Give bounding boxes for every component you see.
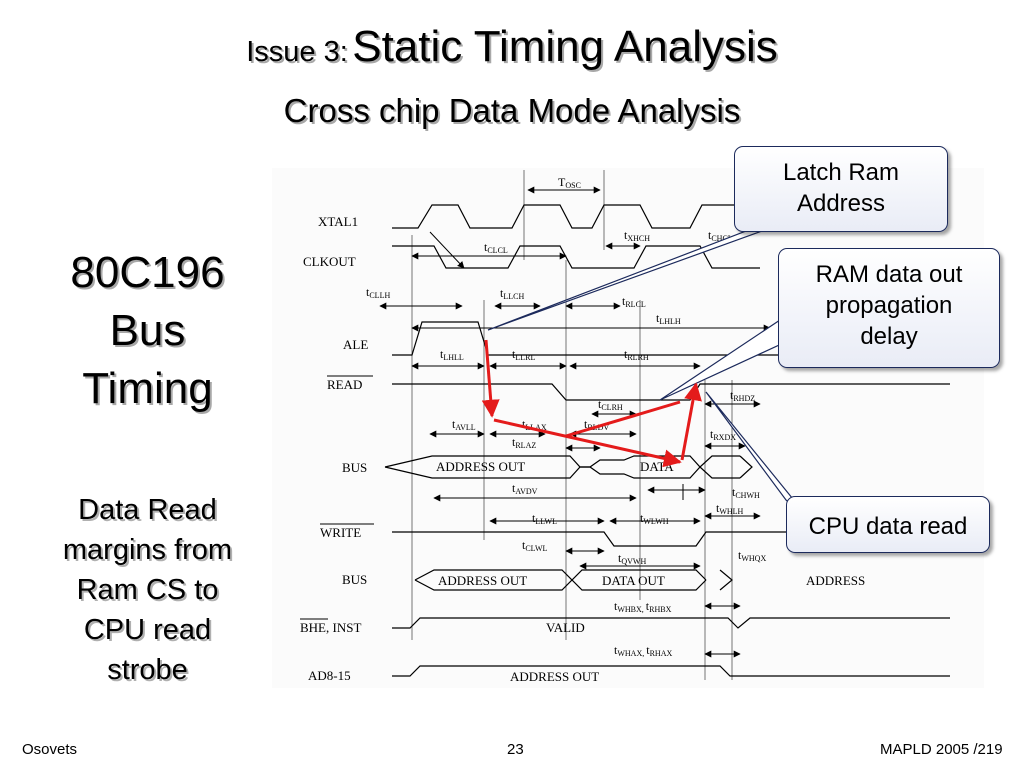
timing-rlcl: tRLCL — [622, 294, 646, 309]
timing-whax-rhax: tWHAX, tRHAX — [614, 643, 672, 658]
signal-bus-1: BUS — [342, 460, 367, 475]
footer-event: MAPLD 2005 /219 — [880, 741, 1003, 758]
side-title: 80C196 Bus Timing — [30, 244, 265, 418]
callout-latch-ram-address: Latch Ram Address — [734, 146, 948, 232]
timing-osc: TOSC — [558, 175, 581, 190]
signal-bus-2: BUS — [342, 572, 367, 587]
footer-page-number: 23 — [507, 741, 524, 758]
signal-ale: ALE — [343, 337, 368, 352]
read-waveform — [392, 383, 950, 401]
timing-avll: tAVLL — [452, 417, 476, 432]
bus1-address-out-label: ADDRESS OUT — [436, 459, 525, 474]
callout-ram-data-out-delay: RAM data out propagation delay — [778, 248, 1000, 368]
bus2-address-out-label: ADDRESS OUT — [438, 573, 527, 588]
timing-llwl: tLLWL — [532, 511, 557, 526]
timing-llax: tLLAX — [522, 417, 547, 432]
timing-llrl: tLLRL — [512, 347, 535, 362]
signal-bhe-inst: BHE, INST — [300, 620, 361, 635]
bhe-valid-label: VALID — [546, 620, 585, 635]
timing-qvwh: tQVWH — [618, 551, 646, 566]
timing-clcl: tCLCL — [484, 240, 508, 255]
red-path-segment — [481, 339, 500, 418]
side-text-line: CPU read — [83, 614, 212, 646]
ad815-address-out-label: ADDRESS OUT — [510, 669, 599, 684]
timing-lhll: tLHLL — [440, 347, 464, 362]
bus1-data-label: DATA — [640, 459, 674, 474]
timing-whqx: tWHQX — [738, 548, 766, 563]
signal-ad8-15: AD8-15 — [308, 668, 351, 683]
timing-lhlh: tLHLH — [656, 311, 681, 326]
callout-line: delay — [860, 323, 918, 350]
timing-llch: tLLCH — [500, 286, 524, 301]
timing-rxdx: tRXDX — [710, 427, 736, 442]
slide-title: Issue 3: Static Timing Analysis — [0, 22, 1024, 72]
timing-rlrh: tRLRH — [624, 347, 649, 362]
bus2-tail — [719, 569, 733, 591]
timing-clwl: tCLWL — [522, 538, 548, 553]
red-path-segment — [680, 382, 702, 461]
callout-line: Latch Ram — [782, 159, 900, 186]
signal-write: WRITE — [320, 525, 361, 540]
timing-xhch: tXHCH — [624, 228, 650, 243]
timing-wlwh: tWLWH — [640, 511, 669, 526]
ad815-waveform — [392, 665, 950, 677]
timing-whbx-rhbx: tWHBX, tRHBX — [614, 599, 672, 614]
callout-cpu-data-read: CPU data read — [786, 496, 990, 553]
signal-xtal1: XTAL1 — [318, 214, 358, 229]
signal-clkout: CLKOUT — [303, 254, 356, 269]
side-text-line: Ram CS to — [76, 574, 219, 606]
bhe-waveform — [392, 617, 950, 629]
title-main: Static Timing Analysis — [352, 22, 778, 71]
write-waveform — [392, 531, 950, 547]
footer-author: Osovets — [22, 741, 78, 758]
timing-cllh: tCLLH — [366, 285, 390, 300]
signal-read: READ — [327, 377, 362, 392]
timing-chwh: tCHWH — [732, 485, 760, 500]
bus1-tail — [739, 455, 753, 479]
side-text-line: strobe — [107, 654, 188, 686]
timing-rlaz: tRLAZ — [512, 435, 536, 450]
red-path-segment — [565, 400, 681, 438]
slide-subtitle: Cross chip Data Mode Analysis — [283, 92, 741, 129]
xtal-clk-arrow — [429, 231, 465, 269]
timing-clrh: tCLRH — [598, 397, 623, 412]
bus1-waveform-top — [384, 455, 740, 468]
callout-line: propagation — [825, 292, 953, 319]
bus2-address-label: ADDRESS — [806, 573, 865, 588]
red-path-segment — [493, 418, 682, 468]
bus1-waveform-bottom — [384, 466, 740, 479]
side-title-line: Timing — [82, 364, 213, 413]
timing-avdv: tAVDV — [512, 481, 538, 496]
ale-waveform — [392, 321, 950, 356]
side-title-line: 80C196 — [70, 248, 225, 297]
bus2-data-out-label: DATA OUT — [602, 573, 665, 588]
callout-line: CPU data read — [808, 513, 968, 540]
timing-chcl: tCHCL — [708, 228, 733, 243]
xtal1-waveform — [392, 204, 753, 229]
timing-whlh: tWHLH — [716, 501, 744, 516]
callout-line: Address — [796, 190, 886, 217]
timing-rhdz: tRHDZ — [730, 388, 755, 403]
side-text-line: margins from — [62, 534, 233, 566]
side-title-line: Bus — [109, 306, 186, 355]
callout-line: RAM data out — [815, 261, 963, 288]
title-prefix: Issue 3: — [246, 36, 348, 68]
bus2-waveform-bottom — [414, 579, 707, 591]
side-text-line: Data Read — [78, 494, 217, 526]
side-description: Data Read margins from Ram CS to CPU rea… — [30, 490, 265, 690]
